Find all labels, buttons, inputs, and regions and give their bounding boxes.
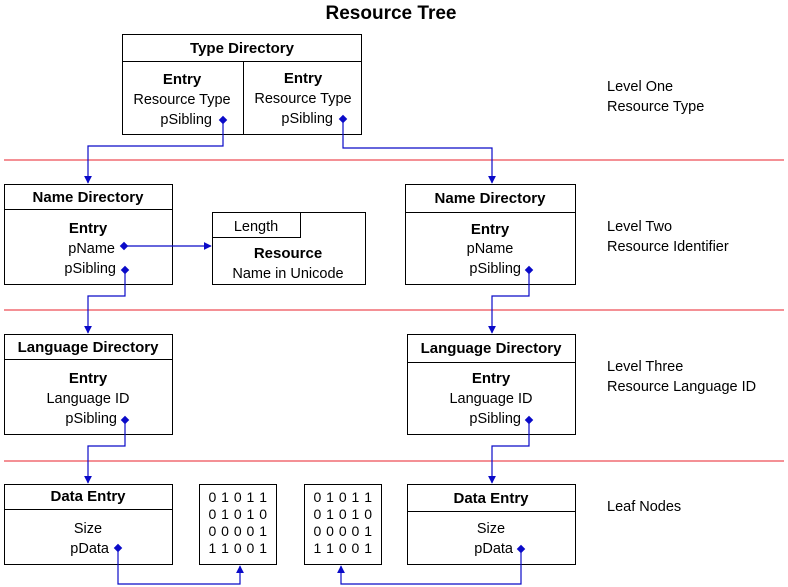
data-block-right-row-2: 0 1 0 1 0: [314, 506, 373, 522]
name-directory-left-header: Name Directory: [33, 189, 145, 206]
name-directory-right-entry: Entry: [471, 221, 510, 238]
type-directory-node: Type Directory Entry Resource Type pSibl…: [122, 34, 362, 135]
data-block-left: 0 1 0 1 1 0 1 0 1 0 0 0 0 0 1 1 1 0 0 1: [199, 484, 277, 565]
link-language-left-to-data-left: [84, 420, 126, 484]
data-block-left-row-1: 0 1 0 1 1: [209, 489, 268, 505]
language-directory-right-language-id: Language ID: [449, 391, 532, 407]
name-directory-left-entry: Entry: [69, 220, 108, 237]
data-entry-right-pdata: pData: [474, 541, 514, 557]
link-type-to-name-right: [342, 120, 496, 184]
type-entry-1-psibling: pSibling: [160, 112, 212, 128]
resource-name-title: Resource: [254, 245, 322, 262]
link-pdata-left-to-block-left: [117, 548, 244, 585]
data-entry-left-size: Size: [74, 521, 102, 537]
level-one-caption: Resource Type: [607, 99, 704, 115]
data-entry-right-size: Size: [477, 521, 505, 537]
level-three-caption: Resource Language ID: [607, 379, 756, 395]
name-directory-right-header: Name Directory: [435, 190, 547, 207]
connectors: [84, 114, 534, 585]
type-entry-2-psibling: pSibling: [281, 111, 333, 127]
resource-name-unicode: Name in Unicode: [232, 266, 343, 282]
data-entry-right-header: Data Entry: [453, 490, 529, 507]
link-name-left-to-language-left: [84, 270, 126, 334]
data-entry-right-node: Data Entry Size pData: [407, 484, 576, 565]
data-block-right-row-1: 0 1 0 1 1: [314, 489, 373, 505]
language-directory-left-entry: Entry: [69, 370, 108, 387]
name-directory-left-pname: pName: [68, 241, 115, 257]
data-entry-left-pdata: pData: [70, 541, 110, 557]
name-directory-right-node: Name Directory Entry pName pSibling: [405, 184, 576, 285]
language-directory-left-header: Language Directory: [18, 339, 160, 356]
type-directory-header: Type Directory: [190, 40, 295, 57]
name-directory-left-psibling: pSibling: [64, 261, 116, 277]
link-pdata-right-to-block-right: [337, 550, 522, 585]
type-entry-2-pointer-icon: [338, 114, 348, 124]
type-entry-1-resource-type: Resource Type: [133, 92, 230, 108]
data-block-left-row-2: 0 1 0 1 0: [209, 506, 268, 522]
data-block-right-row-4: 1 1 0 0 1: [314, 540, 373, 556]
language-directory-right-entry: Entry: [472, 370, 511, 387]
language-left-psibling-pointer-icon: [120, 415, 130, 425]
resource-name-node: Length Resource Name in Unicode: [212, 212, 366, 285]
diagram-title: Resource Tree: [326, 3, 457, 24]
link-language-right-to-data-right: [488, 420, 530, 484]
language-directory-left-psibling: pSibling: [65, 411, 117, 427]
data-right-pdata-pointer-icon: [516, 544, 526, 554]
link-name-right-to-language-right: [488, 270, 530, 334]
language-directory-left-language-id: Language ID: [46, 391, 129, 407]
data-block-left-row-3: 0 0 0 0 1: [209, 523, 268, 539]
type-entry-2-resource-type: Resource Type: [254, 91, 351, 107]
level-two-caption: Resource Identifier: [607, 239, 729, 255]
language-directory-right-node: Language Directory Entry Language ID pSi…: [407, 334, 576, 435]
data-entry-left-node: Data Entry Size pData: [4, 484, 173, 565]
language-directory-right-psibling: pSibling: [469, 411, 521, 427]
data-entry-left-header: Data Entry: [50, 488, 126, 505]
leaf-nodes-label: Leaf Nodes: [607, 499, 681, 515]
name-directory-right-pname: pName: [467, 241, 514, 257]
name-directory-left-node: Name Directory Entry pName pSibling: [4, 184, 173, 285]
pname-pointer-icon: [119, 241, 129, 251]
type-entry-1-pointer-icon: [218, 115, 228, 125]
level-two-label: Level Two: [607, 219, 672, 235]
name-directory-right-psibling: pSibling: [469, 261, 521, 277]
type-entry-2-label: Entry: [284, 70, 323, 87]
data-block-right-row-3: 0 0 0 0 1: [314, 523, 373, 539]
language-directory-left-node: Language Directory Entry Language ID pSi…: [4, 334, 173, 435]
resource-name-length: Length: [234, 219, 278, 235]
language-directory-right-header: Language Directory: [421, 340, 563, 357]
level-one-label: Level One: [607, 79, 673, 95]
type-entry-1-label: Entry: [163, 71, 202, 88]
language-right-psibling-pointer-icon: [524, 415, 534, 425]
link-type-to-name-left: [84, 121, 224, 184]
data-block-left-row-4: 1 1 0 0 1: [209, 540, 268, 556]
name-left-psibling-pointer-icon: [120, 265, 130, 275]
level-three-label: Level Three: [607, 359, 683, 375]
data-block-right: 0 1 0 1 1 0 1 0 1 0 0 0 0 0 1 1 1 0 0 1: [304, 484, 382, 565]
name-right-psibling-pointer-icon: [524, 265, 534, 275]
